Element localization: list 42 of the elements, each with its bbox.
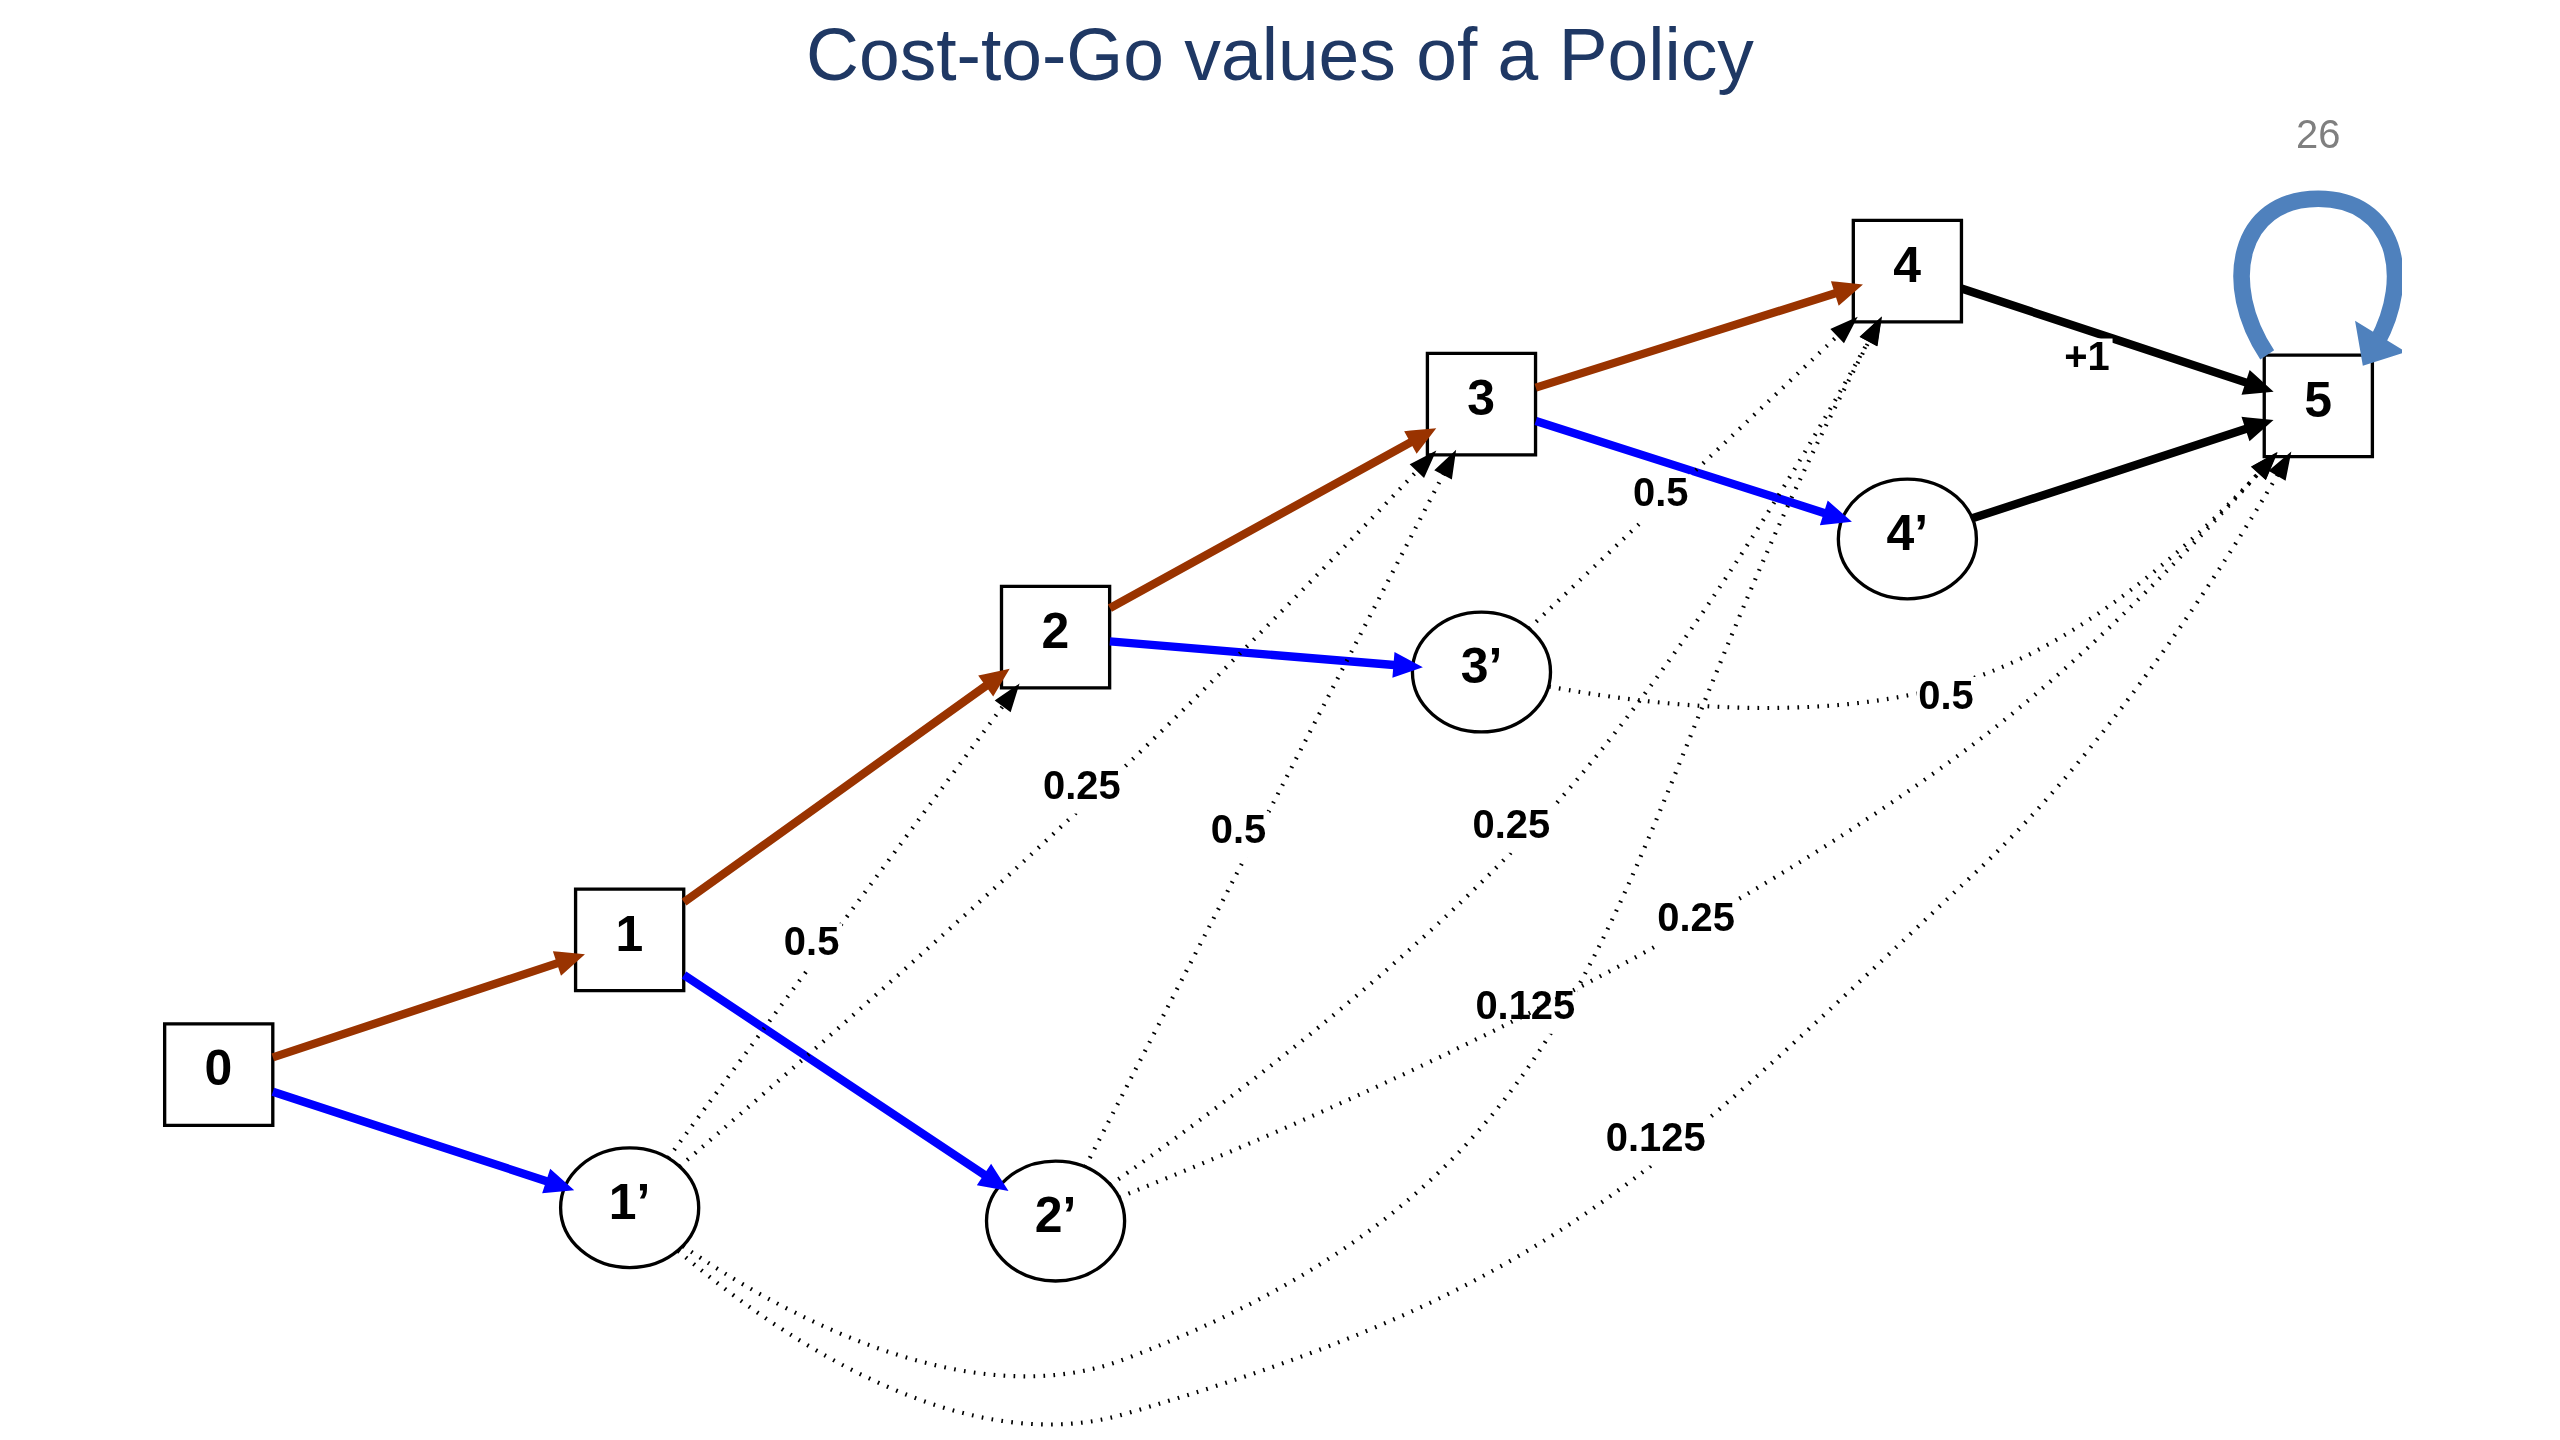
arrow xyxy=(681,971,1009,1191)
arrow xyxy=(1960,284,2274,395)
node-ellipse: 2’ xyxy=(984,1159,1127,1283)
arrow xyxy=(2233,190,2402,366)
arrow xyxy=(1083,449,1457,1168)
node-box: 1 xyxy=(573,887,686,993)
arrow xyxy=(1548,452,2278,710)
node-ellipse: 4’ xyxy=(1836,477,1979,601)
node-box: 2 xyxy=(999,584,1112,690)
edge-label: 0.125 xyxy=(1605,1114,1706,1159)
edge-label: 0.5 xyxy=(1210,807,1267,852)
arrow xyxy=(678,450,1437,1168)
arrow xyxy=(677,451,2292,1427)
arrow xyxy=(1534,281,1863,392)
arrow xyxy=(1118,452,2278,1200)
edge-label: 0.5 xyxy=(1633,470,1689,515)
arrow xyxy=(1527,316,1858,630)
edge-label: 0.25 xyxy=(1043,762,1121,807)
edge-label: 0.125 xyxy=(1475,983,1576,1028)
arrow xyxy=(1109,637,1423,678)
edge-label: +1 xyxy=(2064,334,2110,379)
node-ellipse: 1’ xyxy=(558,1146,701,1270)
arrow xyxy=(1109,316,1882,1187)
arrow xyxy=(1107,428,1437,612)
edge-label: 0.25 xyxy=(1657,894,1735,939)
edge-label: 0.5 xyxy=(1918,672,1974,717)
diagram-title: Cost-to-Go values of a Policy xyxy=(806,14,1754,97)
arrow xyxy=(681,668,1010,906)
arrow xyxy=(271,951,585,1062)
arrow xyxy=(682,316,1882,1378)
node-box: 4 xyxy=(1851,218,1964,324)
node-box: 5 xyxy=(2262,353,2375,459)
label: 26 xyxy=(2296,112,2341,157)
node-box: 3 xyxy=(1425,351,1538,457)
edge-label: 0.5 xyxy=(783,919,840,964)
arrow xyxy=(666,683,1020,1159)
arrow xyxy=(1534,417,1852,526)
edge-label: 0.25 xyxy=(1472,802,1551,847)
arrow xyxy=(271,1087,575,1194)
node-ellipse: 3’ xyxy=(1410,610,1553,734)
node-box: 0 xyxy=(163,1022,275,1128)
arrow xyxy=(1971,416,2274,523)
